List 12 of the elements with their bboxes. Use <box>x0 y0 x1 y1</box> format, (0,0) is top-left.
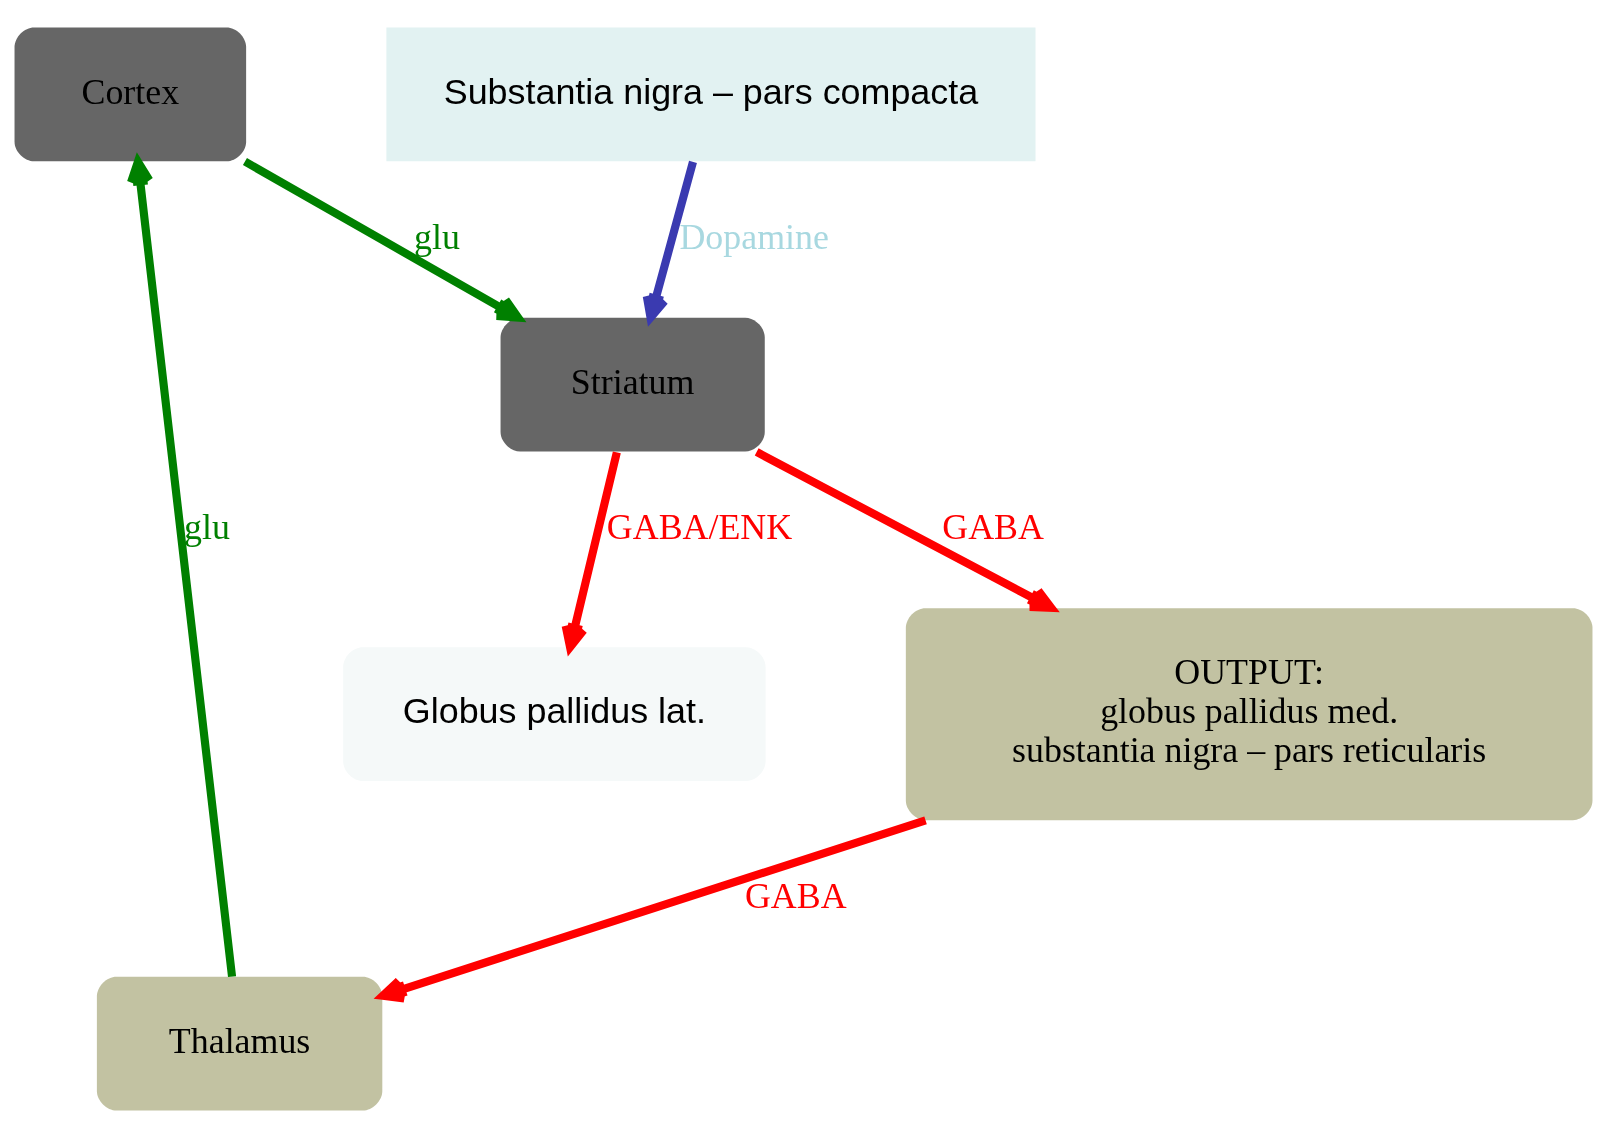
edge-label: GABA/ENK <box>606 506 793 547</box>
edge-label: glu <box>184 506 230 547</box>
node-box: Substantia nigra – pars compacta <box>386 27 1036 162</box>
node-box: Globus pallidus lat. <box>343 647 766 781</box>
edge-label: GABA <box>942 506 1044 547</box>
node-box: OUTPUT: globus pallidus med. substantia nigra – pars reticularis <box>905 608 1593 821</box>
edge-label: Dopamine <box>679 216 829 257</box>
node-box: Striatum <box>500 317 765 452</box>
edge-label: GABA <box>744 875 847 916</box>
node-box: Cortex <box>14 27 247 162</box>
edge-label: glu <box>414 216 460 257</box>
node-box: Thalamus <box>96 976 383 1111</box>
